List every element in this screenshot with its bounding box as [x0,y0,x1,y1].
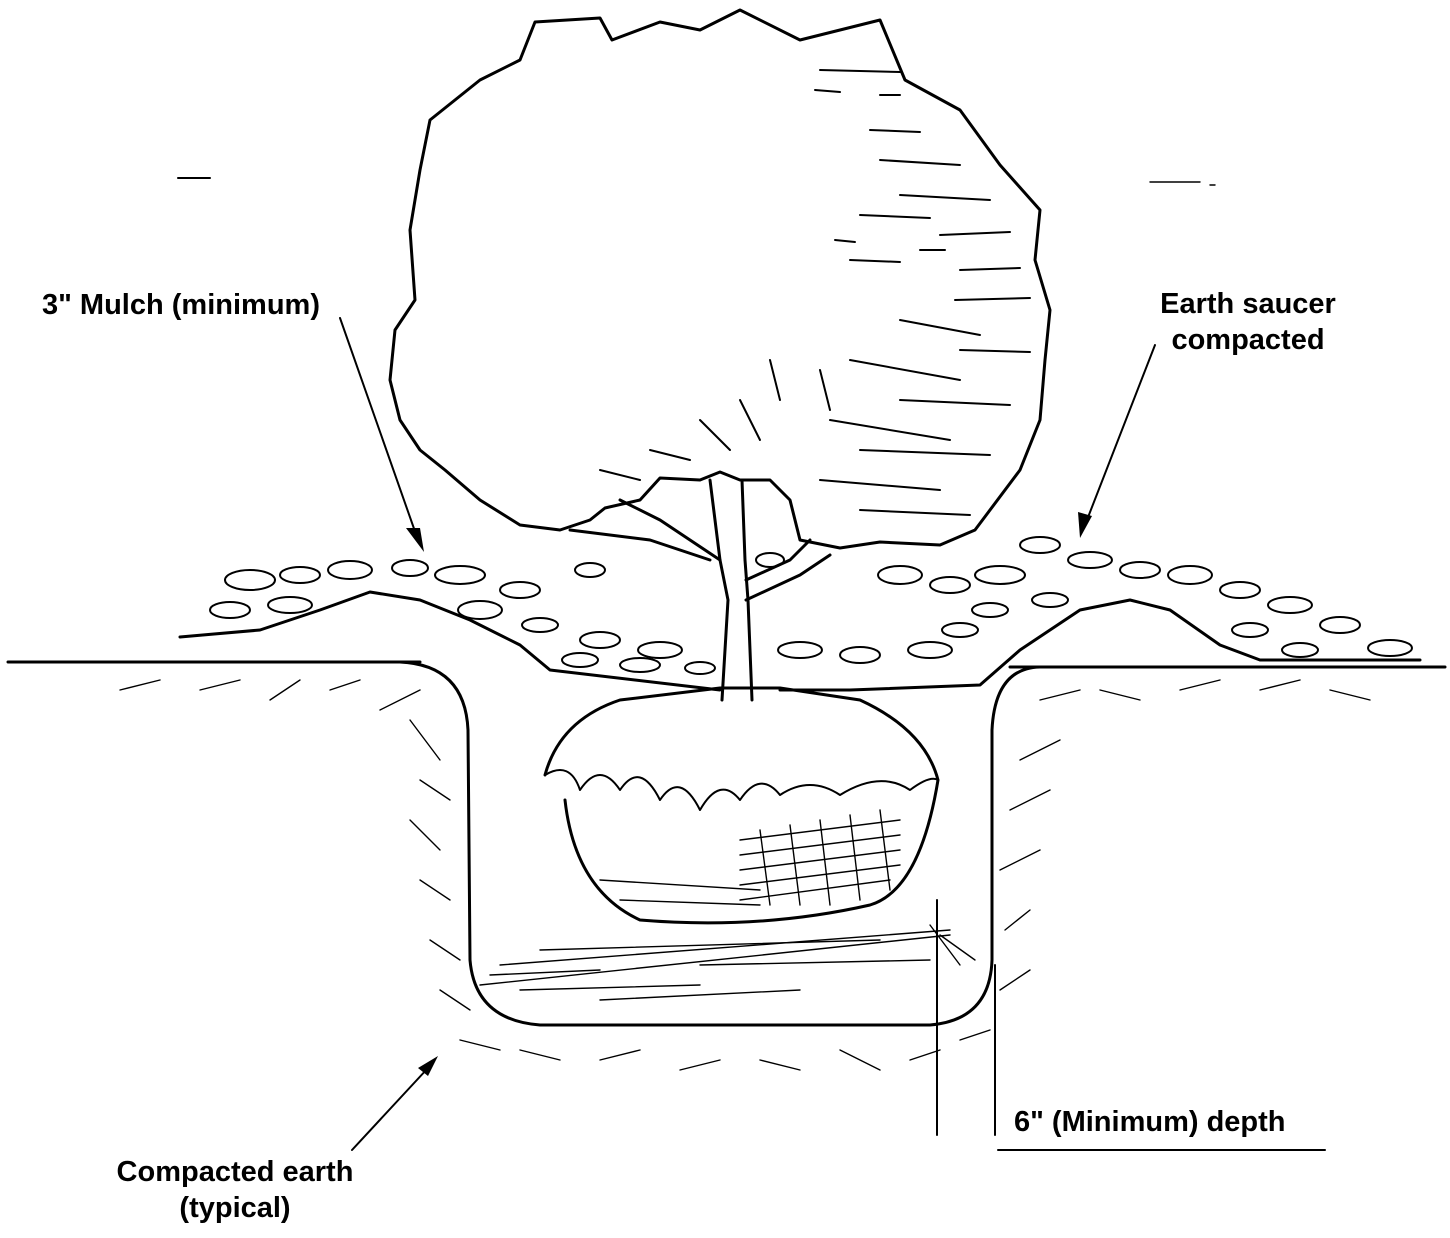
tree-canopy [390,10,1050,548]
canopy-shading [600,70,1030,515]
tree-trunk [570,480,830,700]
mulch-arrowhead [406,528,424,552]
compacted-earth-label: Compacted earth (typical) [100,1154,370,1226]
burlap-top [545,770,938,810]
earth-saucer-label: Earth saucer compacted [1148,286,1348,358]
compacted-earth-label-line2: (typical) [100,1190,370,1226]
compacted-earth [120,680,1370,1070]
mulch-layer [210,537,1412,674]
earth-saucer-label-line2: compacted [1148,322,1348,358]
compacted-earth-label-line1: Compacted earth [100,1154,370,1190]
mulch-label: 3" Mulch (minimum) [42,287,320,323]
depth-label: 6" (Minimum) depth [1014,1104,1286,1140]
stray-mark [1150,182,1215,185]
compacted-leader-line [352,1068,428,1150]
earth-saucer-label-line1: Earth saucer [1148,286,1348,322]
saucer-arrowhead [1078,512,1092,538]
burlap-crosshatch [600,810,900,905]
pit-bottom-soil [480,925,975,1000]
planting-pit [400,662,1040,1025]
compacted-arrowhead [418,1056,438,1076]
saucer-leader-line [1085,345,1155,525]
root-ball [545,688,938,923]
